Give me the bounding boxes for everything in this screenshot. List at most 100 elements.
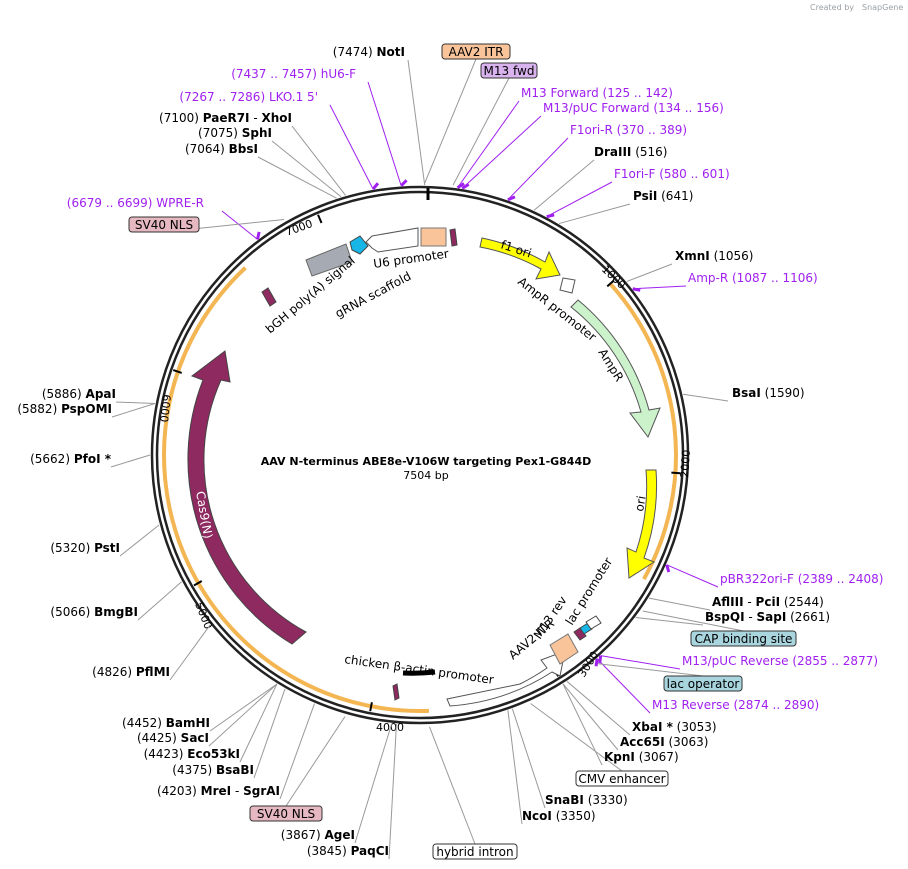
primer-leader bbox=[457, 100, 520, 188]
primer-mark bbox=[461, 183, 470, 190]
primer-name: Amp-R bbox=[688, 271, 728, 285]
site-leader bbox=[119, 524, 160, 557]
site-leader bbox=[507, 710, 523, 825]
outer-labels: (7474) NotI(7100) PaeR7I - XhoI(7075) Sp… bbox=[17, 43, 883, 860]
aav2-itr-upper-block bbox=[420, 227, 447, 247]
feature-box[interactable] bbox=[575, 770, 669, 787]
site-position: (3067) bbox=[635, 750, 679, 764]
site-leader bbox=[253, 688, 286, 779]
site-leader bbox=[533, 159, 595, 211]
site-name: PflMI bbox=[136, 665, 170, 679]
primer-leader bbox=[596, 658, 651, 714]
site-name: BamHI bbox=[166, 716, 210, 730]
orange-band-left bbox=[162, 266, 430, 713]
site-label: (4826) PflMI bbox=[92, 665, 170, 679]
primer-marks bbox=[256, 179, 671, 667]
site-position: (3867) bbox=[281, 828, 325, 842]
feature-box[interactable] bbox=[128, 216, 200, 233]
feature-box[interactable] bbox=[441, 43, 511, 60]
site-leader bbox=[648, 597, 711, 611]
site-name-2: SapI bbox=[757, 610, 787, 624]
site-label: (7100) PaeR7I - XhoI bbox=[159, 111, 292, 125]
site-name: KpnI bbox=[604, 750, 635, 764]
ori-arrow[interactable] bbox=[626, 469, 658, 579]
aav2-itr-lower-block bbox=[549, 633, 579, 665]
primer-range: (2874 .. 2890) bbox=[730, 698, 820, 712]
site-name: BspQI bbox=[705, 610, 745, 624]
primer-label: (7267 .. 7286) LKO.1 5' bbox=[179, 90, 318, 104]
primer-label: (7437 .. 7457) hU6-F bbox=[231, 67, 356, 81]
site-name: XmnI bbox=[675, 249, 710, 263]
feature-box[interactable] bbox=[432, 843, 518, 860]
site-position: (5882) bbox=[17, 402, 61, 416]
site-position: (3330) bbox=[584, 793, 628, 807]
site-name-2: XhoI bbox=[261, 111, 292, 125]
site-label: (4452) BamHI bbox=[122, 716, 210, 730]
site-position: (3063) bbox=[665, 735, 709, 749]
primer-leader bbox=[221, 210, 258, 240]
hybrid-intron-bar bbox=[402, 669, 436, 676]
primer-range: (7437 .. 7457) bbox=[231, 67, 321, 81]
feature-box[interactable] bbox=[480, 62, 538, 79]
site-position: (3845) bbox=[307, 844, 351, 858]
site-name: AgeI bbox=[325, 828, 355, 842]
site-name: SacI bbox=[181, 731, 209, 745]
primer-range: (1087 .. 1106) bbox=[728, 271, 818, 285]
site-position: (4423) bbox=[144, 747, 188, 761]
feature-box-label: SV40 NLS bbox=[135, 218, 193, 232]
site-label: AflIII - PciI (2544) bbox=[712, 595, 824, 609]
site-name-2: SgrAI bbox=[243, 784, 280, 798]
site-label: XmnI (1056) bbox=[675, 249, 753, 263]
site-label: XbaI * (3053) bbox=[632, 720, 717, 734]
m13-fwd-mark bbox=[449, 228, 458, 247]
primer-label: M13/pUC Reverse (2855 .. 2877) bbox=[682, 654, 878, 668]
feature-box[interactable] bbox=[690, 630, 797, 647]
site-leader bbox=[115, 401, 155, 404]
site-position: (2661) bbox=[786, 610, 830, 624]
tick-label: 6000 bbox=[157, 394, 173, 423]
site-position: (641) bbox=[657, 189, 693, 203]
site-name-2: PciI bbox=[756, 595, 781, 609]
site-label: (4203) MreI - SgrAI bbox=[157, 784, 280, 798]
site-name: PstI bbox=[94, 541, 120, 555]
site-position: (516) bbox=[631, 145, 667, 159]
lac-promoter-label: lac promoter bbox=[563, 555, 616, 628]
primer-name: WPRE-R bbox=[156, 196, 204, 210]
m13-rev-mark bbox=[573, 627, 587, 641]
primer-mark bbox=[256, 231, 261, 240]
site-label: SnaBI (3330) bbox=[545, 793, 628, 807]
site-leader bbox=[169, 624, 211, 681]
site-name: PfoI * bbox=[74, 452, 112, 466]
site-label: (3867) AgeI bbox=[281, 828, 355, 842]
primer-mark bbox=[594, 658, 599, 667]
site-sep: - bbox=[744, 595, 756, 609]
site-name: BsaBI bbox=[216, 763, 254, 777]
feature-box[interactable] bbox=[663, 675, 743, 692]
primer-range: (6679 .. 6699) bbox=[67, 196, 157, 210]
sv40-nls-lower-mark bbox=[392, 683, 400, 701]
aav2-itr-lower-label: AAV2 ITR bbox=[506, 616, 557, 662]
site-name: Acc65I bbox=[620, 735, 665, 749]
site-name: AflIII bbox=[712, 595, 744, 609]
site-label: (7075) SphI bbox=[198, 126, 272, 140]
site-label: (5662) PfoI * bbox=[30, 452, 112, 466]
site-label: KpnI (3067) bbox=[604, 750, 679, 764]
f1-ori-arrow[interactable] bbox=[479, 237, 561, 280]
site-name: XbaI * bbox=[632, 720, 674, 734]
feature-box[interactable] bbox=[249, 805, 323, 822]
primer-name: pBR322ori-F bbox=[720, 572, 794, 586]
site-label: (5320) PstI bbox=[50, 541, 120, 555]
site-name: PaqCI bbox=[351, 844, 389, 858]
site-position: (4452) bbox=[122, 716, 166, 730]
site-label: (4423) Eco53kI bbox=[144, 747, 240, 761]
ampr-arrow[interactable] bbox=[570, 299, 661, 439]
primer-name: M13 Reverse bbox=[652, 698, 730, 712]
tick-mark bbox=[172, 369, 183, 374]
site-leader-lines bbox=[110, 58, 744, 860]
cas9-arrow[interactable] bbox=[187, 350, 307, 645]
primer-name: M13/pUC Reverse bbox=[682, 654, 789, 668]
site-leader bbox=[635, 616, 704, 626]
primer-mark bbox=[400, 179, 408, 187]
site-leader bbox=[511, 708, 546, 809]
primer-leader bbox=[666, 564, 719, 588]
